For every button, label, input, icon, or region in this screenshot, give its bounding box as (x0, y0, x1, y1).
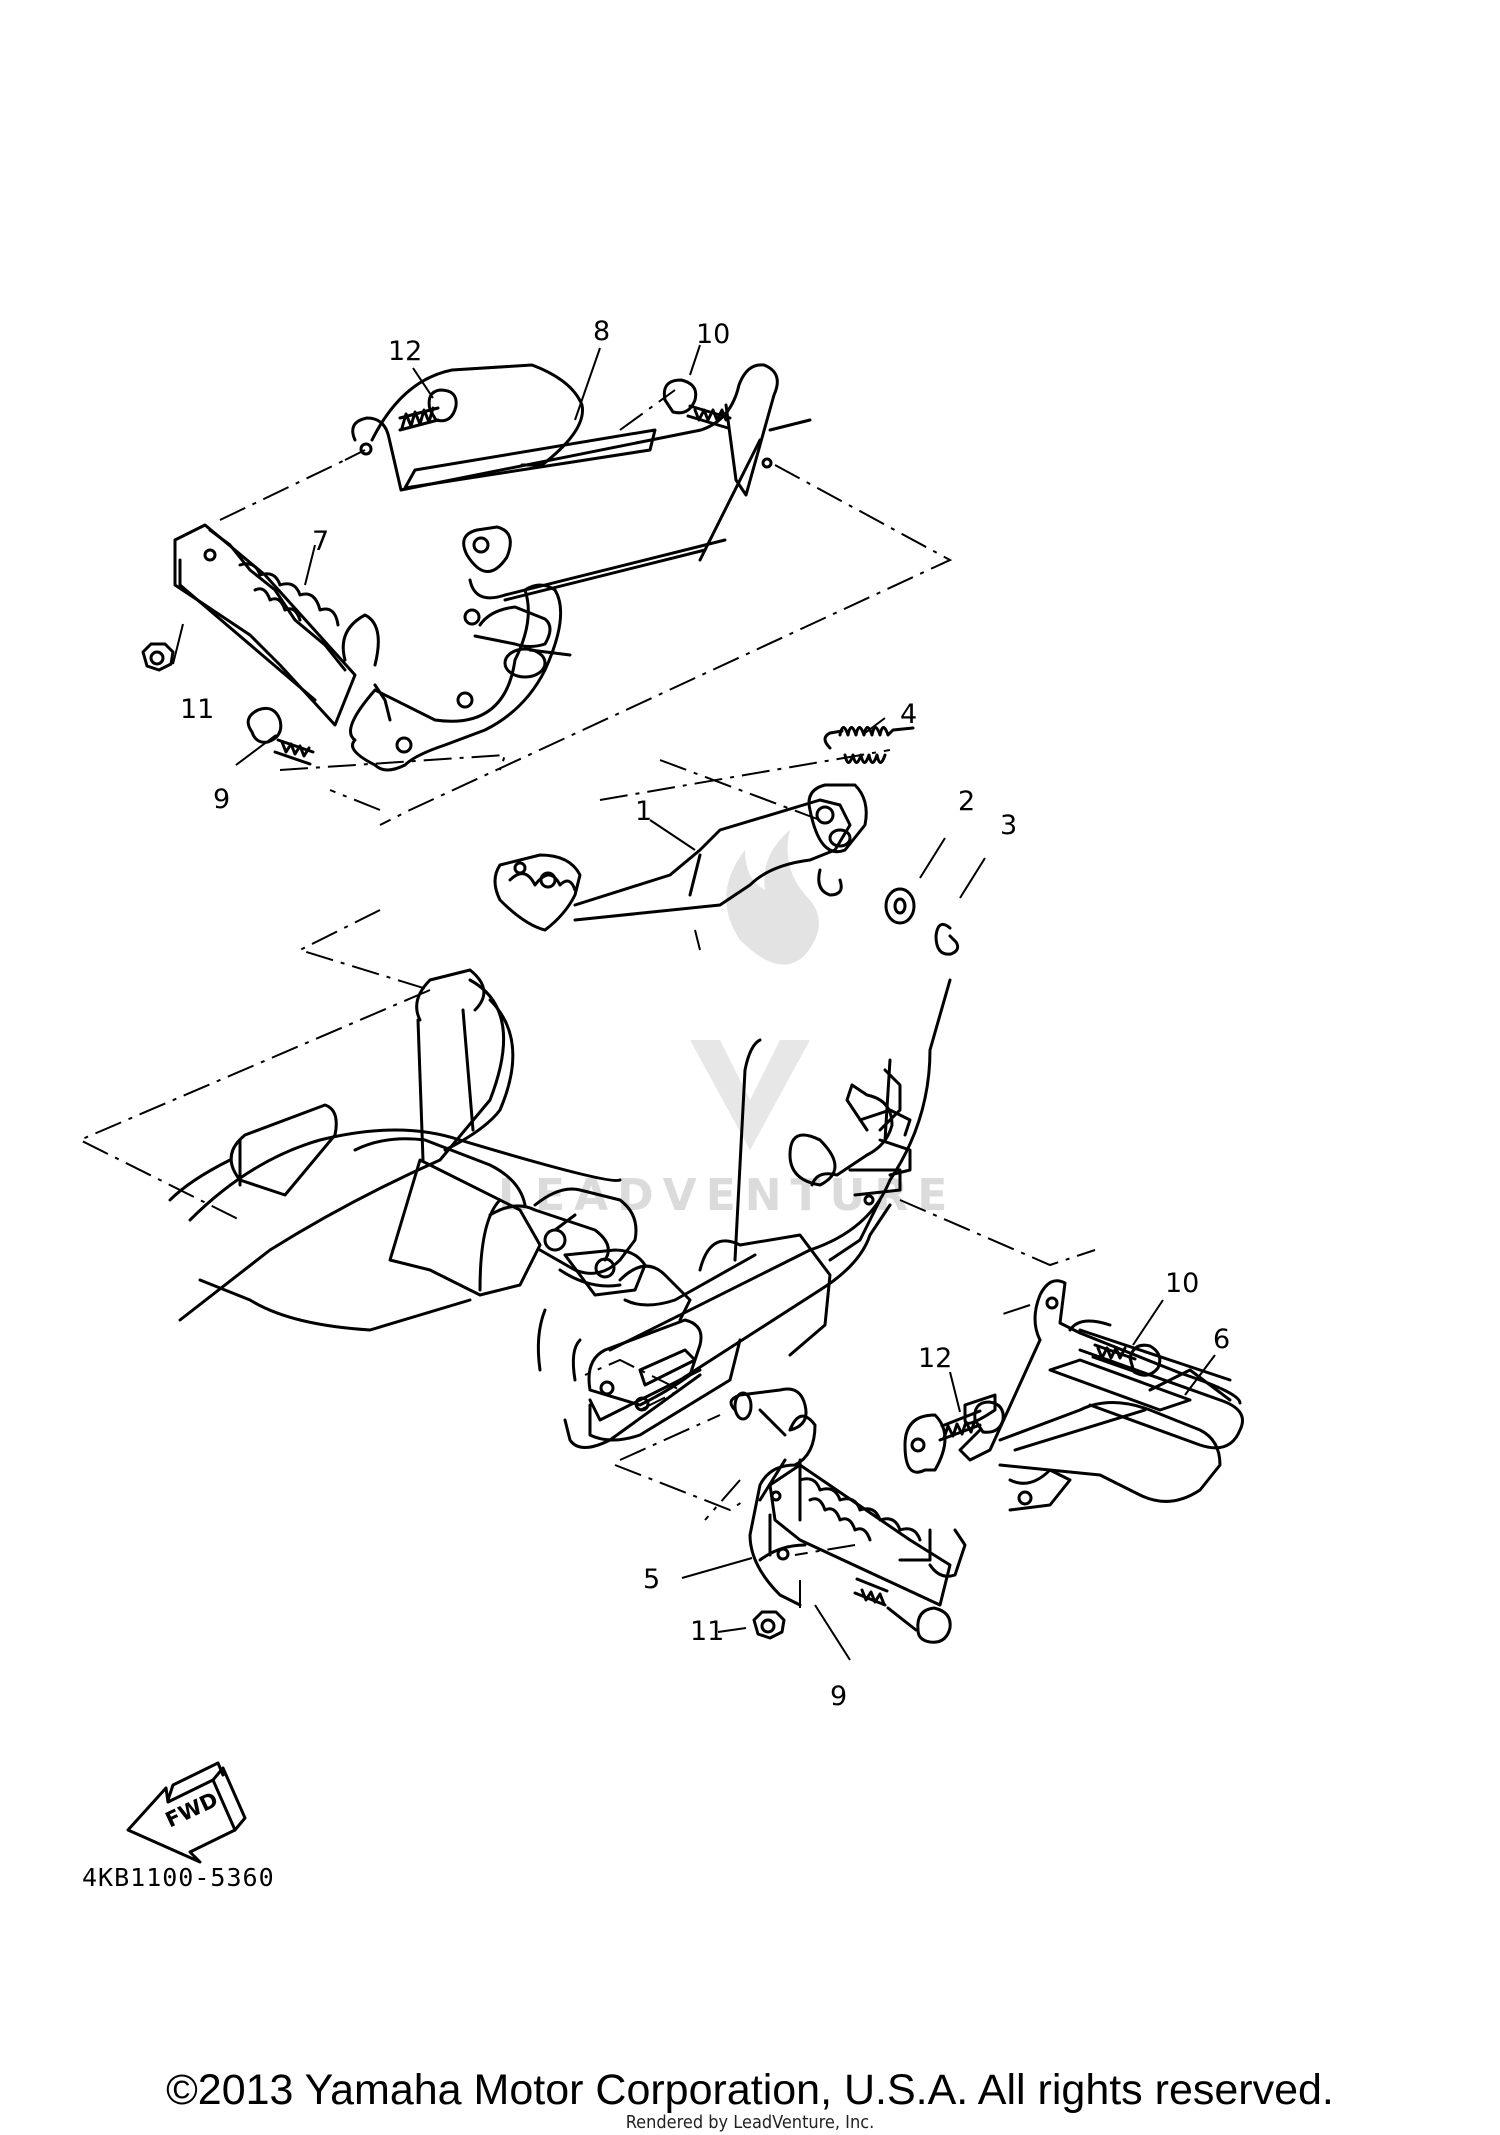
copyright-notice: ©2013 Yamaha Motor Corporation, U.S.A. A… (166, 2066, 1334, 2114)
callout-8: 8 (593, 316, 610, 347)
callout-12: 12 (388, 336, 422, 367)
callout-11: 11 (690, 1616, 724, 1647)
leader-lines (172, 344, 1216, 1661)
clip-3 (934, 922, 960, 956)
fwd-arrow-icon (126, 1761, 247, 1864)
bolt-10-bottom (1091, 1343, 1162, 1377)
upper-step-guard (351, 363, 812, 602)
brake-pedal (493, 783, 868, 932)
callout-10: 10 (696, 319, 730, 350)
callout-1: 1 (635, 796, 652, 827)
nut-11-bottom (752, 1610, 786, 1640)
footrest-right (729, 1387, 967, 1607)
callout-12: 12 (918, 1343, 952, 1374)
watermark-text: LEADVENTURE (498, 1170, 956, 1221)
bolt-9-bottom (853, 1577, 952, 1644)
phantom-lines (77, 389, 1096, 1610)
watermark-logo: LEADVENTURE (498, 830, 956, 1221)
callout-4: 4 (900, 699, 917, 730)
spring-4 (823, 726, 915, 764)
callout-3: 3 (1000, 810, 1017, 841)
callout-labels: 8 12 10 7 11 9 4 2 3 1 10 6 12 5 11 9 (180, 316, 1230, 1712)
callout-2: 2 (958, 786, 975, 817)
callout-9: 9 (213, 784, 230, 815)
frame (168, 968, 952, 1449)
washer-2 (884, 887, 916, 925)
part-code: 4KB1100-5360 (82, 1863, 275, 1892)
lower-step-guard (903, 1279, 1244, 1512)
nut-11-left (141, 642, 175, 672)
bolt-9-left (246, 706, 315, 766)
callout-6: 6 (1213, 1324, 1230, 1355)
callout-11: 11 (180, 694, 214, 725)
bolt-12-top (398, 388, 458, 432)
callout-10: 10 (1165, 1268, 1199, 1299)
rendered-by-text: Rendered by LeadVenture, Inc. (625, 2112, 875, 2133)
callout-9: 9 (830, 1681, 847, 1712)
callout-7: 7 (312, 526, 329, 557)
footrest-left (173, 523, 572, 772)
bolt-12-bottom (938, 1400, 1005, 1442)
bolt-10-top (662, 378, 732, 430)
callout-5: 5 (643, 1564, 660, 1595)
